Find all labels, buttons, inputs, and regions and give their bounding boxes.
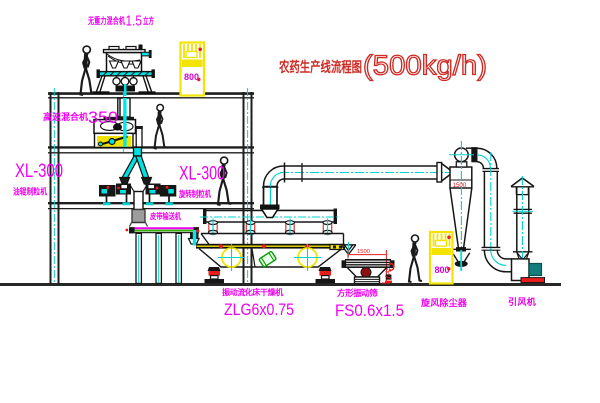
svg-text:油辊制粒机: 油辊制粒机 <box>13 187 47 197</box>
svg-text:1500: 1500 <box>357 249 370 255</box>
svg-text:800: 800 <box>184 72 199 82</box>
svg-text:方形振动筛: 方形振动筛 <box>337 288 378 298</box>
svg-text:农药生产线流程图: 农药生产线流程图 <box>278 59 362 75</box>
svg-text:350: 350 <box>88 109 118 127</box>
svg-text:振动流化床干燥机: 振动流化床干燥机 <box>222 287 283 297</box>
svg-text:FS0.6x1.5: FS0.6x1.5 <box>335 301 404 320</box>
svg-text:引风机: 引风机 <box>508 296 536 307</box>
svg-text:高速混合机: 高速混合机 <box>43 111 88 122</box>
svg-text:XL-300: XL-300 <box>15 161 63 182</box>
svg-text:1500: 1500 <box>453 182 467 189</box>
svg-text:皮带输送机: 皮带输送机 <box>149 211 181 221</box>
svg-text:无重力混合机: 无重力混合机 <box>87 15 125 26</box>
svg-text:1.5: 1.5 <box>126 14 143 30</box>
svg-text:(500kg/h): (500kg/h) <box>363 50 487 81</box>
svg-text:345: 345 <box>386 266 392 277</box>
svg-text:XL-300: XL-300 <box>179 164 225 185</box>
svg-text:立方: 立方 <box>143 15 154 26</box>
svg-text:旋风除尘器: 旋风除尘器 <box>420 297 468 308</box>
svg-text:旋转制粒机: 旋转制粒机 <box>178 189 211 199</box>
svg-text:800: 800 <box>435 265 450 275</box>
svg-text:ZLG6x0.75: ZLG6x0.75 <box>224 301 294 319</box>
